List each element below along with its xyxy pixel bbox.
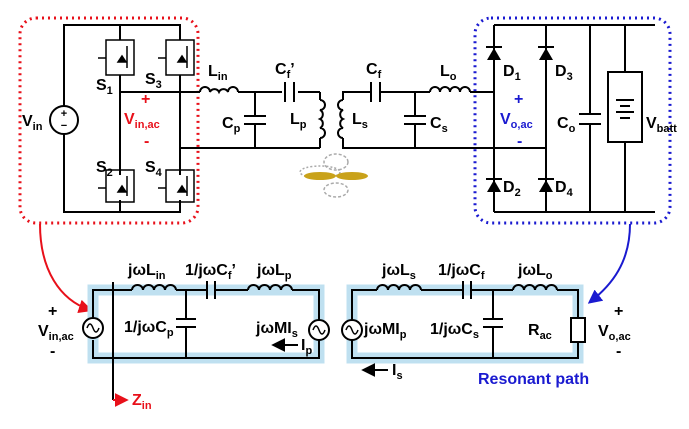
primary-equivalent-wiring (92, 282, 320, 400)
zin-label: Zin (132, 392, 152, 412)
inverter-wiring (63, 24, 320, 213)
vinac-src-minus: - (50, 343, 55, 360)
secondary-equivalent-wiring (351, 289, 579, 359)
lin-label: Lin (208, 63, 228, 83)
diode-d2-label: D2 (503, 179, 521, 199)
cp-imp-capacitor (176, 318, 196, 328)
red-arrow (39, 223, 93, 314)
jwmip-source (341, 319, 363, 341)
battery (607, 71, 643, 143)
lp-label: Lp (290, 111, 307, 131)
switch-s3 (158, 39, 195, 76)
cfp-imp-capacitor (206, 281, 216, 299)
cf-imp-capacitor (462, 281, 472, 299)
cp-imp-label: 1/jωCp (124, 319, 174, 339)
diode-d3-label: D3 (555, 63, 573, 83)
cf-imp-label: 1/jωCf (438, 262, 485, 282)
switch-s4 (158, 169, 195, 203)
switch-s3-label: S3 (145, 71, 162, 91)
cfp-capacitor (284, 82, 295, 102)
lp-inductor (317, 99, 326, 139)
cs-imp-label: 1/jωCs (430, 321, 479, 341)
jwlp-inductor (247, 284, 293, 291)
ip-label: Ip (301, 337, 312, 357)
vin-label: Vin (22, 113, 43, 133)
vinac-src-plus: + (48, 303, 57, 320)
switch-s4-label: S4 (145, 159, 163, 179)
cfp-label: Cf’ (275, 61, 295, 81)
cs-imp-capacitor (483, 318, 503, 328)
voac-plus: + (514, 91, 523, 108)
cp-capacitor (244, 115, 266, 125)
diode-d4-label: D4 (555, 179, 574, 199)
resonant-path-label: Resonant path (478, 371, 589, 388)
voac-label: Vo,ac (500, 111, 533, 131)
vinac-label: Vin,ac (124, 111, 160, 131)
voac-out-label: Vo,ac (598, 323, 631, 343)
voac-minus: - (517, 133, 522, 150)
cf-label: Cf (366, 61, 382, 81)
vinac-src-label: Vin,ac (38, 323, 74, 343)
rac-label: Rac (528, 322, 552, 342)
rectifier-dotted-box (473, 16, 672, 225)
jwmis-source (308, 319, 330, 341)
co-capacitor (579, 113, 601, 125)
jwls-inductor (376, 284, 422, 291)
lo-label: Lo (440, 63, 457, 83)
jwlo-inductor (512, 284, 558, 291)
vinac-ac-source (82, 317, 104, 339)
jwlo-label: jωLo (517, 262, 553, 282)
rac-resistor (570, 317, 586, 343)
coupling-coils (299, 153, 368, 198)
blue-arrow (587, 223, 631, 304)
ls-label: Ls (352, 111, 368, 131)
jwlin-inductor (131, 284, 177, 291)
vin-source: + − (49, 105, 79, 135)
voac-out-minus: - (616, 343, 621, 360)
jwls-label: jωLs (381, 262, 416, 282)
cs-label: Cs (430, 115, 448, 135)
switch-s1-label: S1 (96, 77, 113, 97)
inverter-dotted-box (18, 16, 200, 225)
vinac-plus: + (141, 91, 150, 108)
svg-text:−: − (61, 120, 67, 132)
jwmip-label: jωMIp (363, 321, 407, 341)
diode-d3 (538, 46, 554, 60)
diode-d1-label: D1 (503, 63, 521, 83)
co-label: Co (557, 115, 576, 135)
cs-capacitor (404, 115, 426, 125)
switch-s2-label: S2 (96, 159, 113, 179)
lin-inductor (199, 86, 239, 95)
is-label: Is (392, 362, 403, 382)
switch-s2 (98, 169, 135, 203)
cf-capacitor (370, 82, 381, 102)
cp-label: Cp (222, 115, 241, 135)
secondary-wiring (342, 91, 482, 149)
jwmis-label: jωMIs (255, 320, 298, 340)
ls-inductor (337, 99, 346, 139)
vinac-minus: - (144, 133, 149, 150)
switch-s1 (98, 39, 135, 76)
diode-d4 (538, 178, 554, 192)
cfp-imp-label: 1/jωCf’ (185, 262, 236, 282)
jwlp-label: jωLp (256, 262, 292, 282)
svg-text:+: + (61, 108, 67, 120)
vbatt-label: Vbatt (646, 115, 677, 135)
lo-inductor (429, 86, 471, 93)
diode-d2 (486, 178, 502, 192)
voac-out-plus: + (614, 303, 623, 320)
jwlin-label: jωLin (127, 262, 166, 282)
diode-d1 (486, 46, 502, 60)
